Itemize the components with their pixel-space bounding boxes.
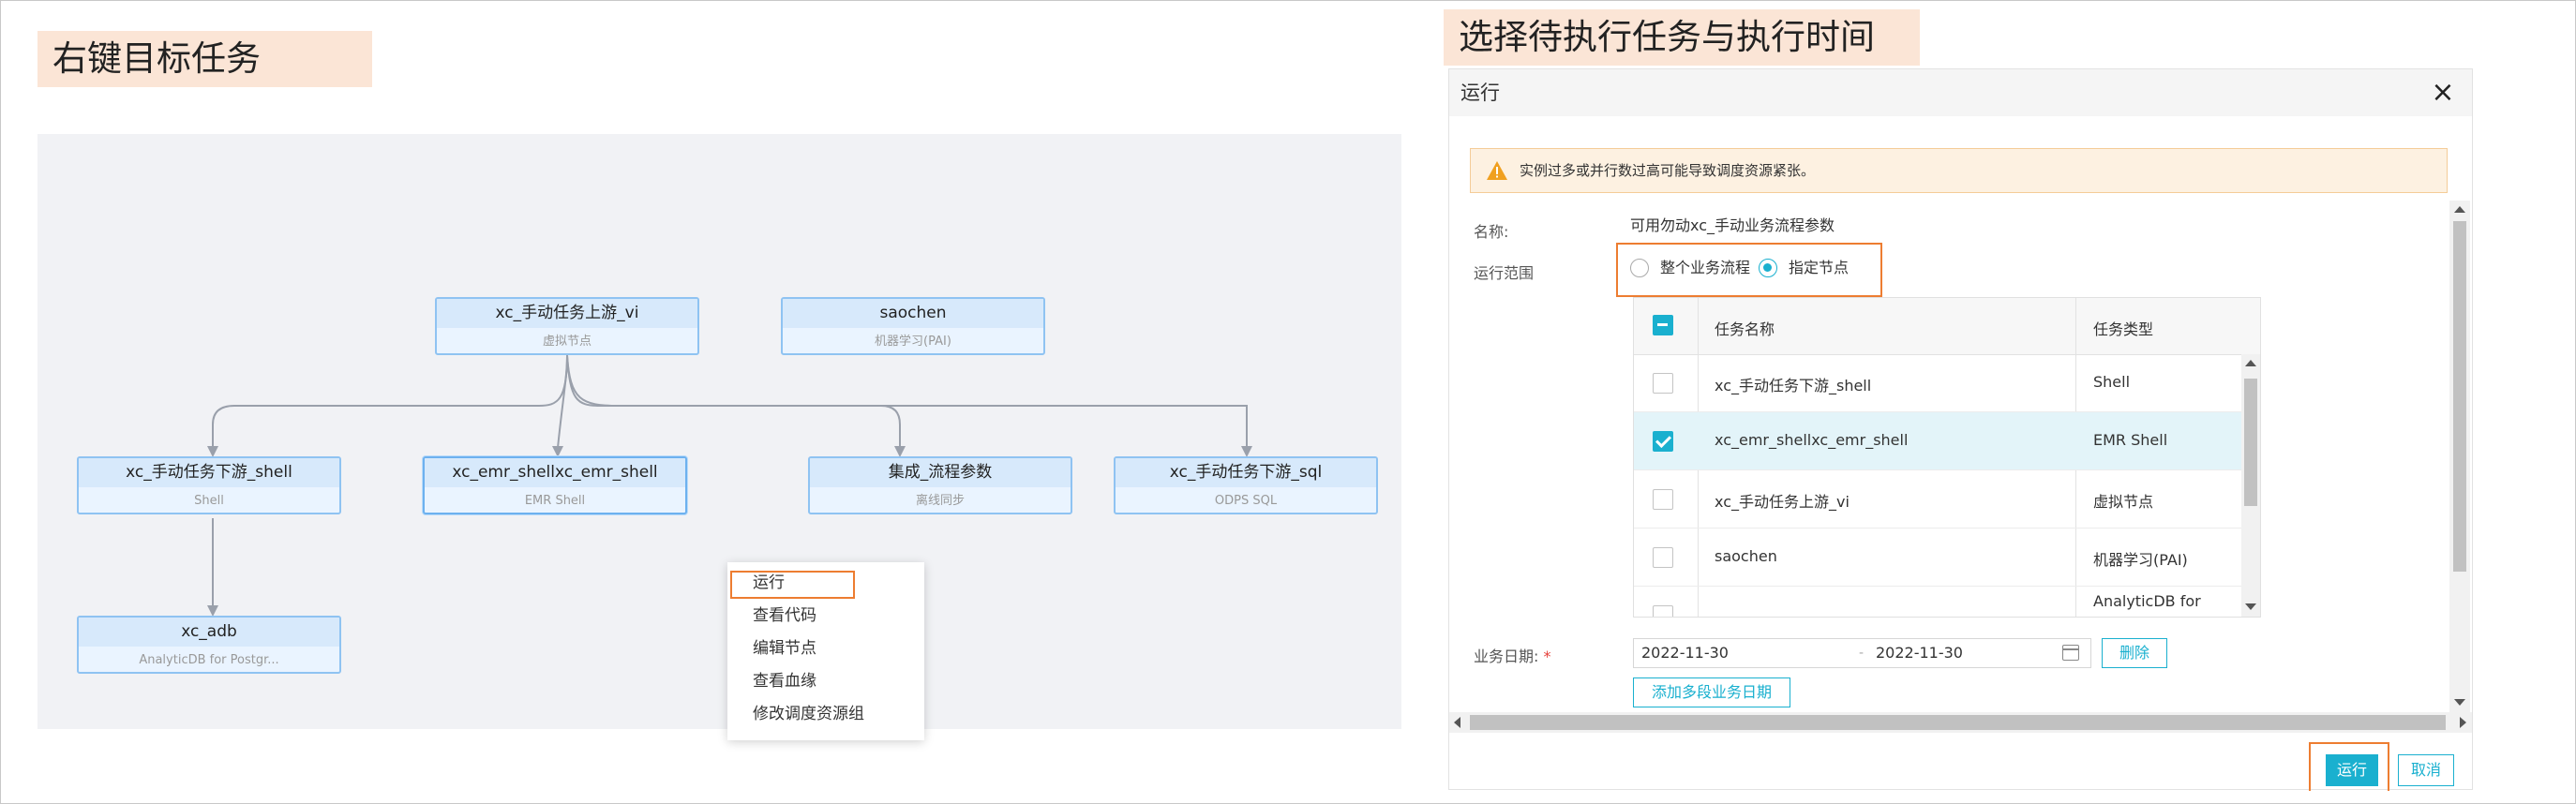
context-menu-edit-node[interactable]: 编辑节点 xyxy=(753,639,816,658)
context-menu-view-lineage[interactable]: 查看血缘 xyxy=(753,672,816,691)
row-task-name: xc_adb xyxy=(1715,615,1767,617)
row-checkbox[interactable] xyxy=(1653,547,1673,568)
run-highlight-box xyxy=(2309,742,2389,791)
step-label-right-click: 右键目标任务 xyxy=(37,31,372,87)
context-menu-change-resource-group[interactable]: 修改调度资源组 xyxy=(753,705,864,723)
dag-node-downstream-sql[interactable]: xc_手动任务下游_sql ODPS SQL xyxy=(1114,456,1378,514)
scroll-left-icon[interactable] xyxy=(1454,717,1460,728)
table-header: 任务名称 任务类型 xyxy=(1634,298,2260,355)
dialog-scroll-thumb[interactable] xyxy=(2453,221,2466,572)
row-task-name: xc_手动任务上游_vi xyxy=(1715,493,1850,511)
select-all-checkbox[interactable] xyxy=(1653,315,1673,335)
row-checkbox[interactable] xyxy=(1653,605,1673,617)
row-task-type: 虚拟节点 xyxy=(2093,493,2154,511)
dag-node-downstream-shell[interactable]: xc_手动任务下游_shell Shell xyxy=(77,456,341,514)
node-title: xc_手动任务上游_vi xyxy=(437,299,697,328)
row-task-type: Shell xyxy=(2093,373,2131,391)
row-task-type: EMR Shell xyxy=(2093,431,2168,449)
horizontal-scroll-thumb[interactable] xyxy=(1470,715,2446,730)
node-title: saochen xyxy=(783,299,1043,328)
scroll-up-icon[interactable] xyxy=(2454,206,2465,213)
node-type: EMR Shell xyxy=(524,494,586,508)
node-title: xc_手动任务下游_sql xyxy=(1116,458,1376,487)
row-checkbox[interactable] xyxy=(1653,431,1673,452)
date-end[interactable]: 2022-11-30 xyxy=(1876,644,1963,662)
date-start[interactable]: 2022-11-30 xyxy=(1641,644,1729,662)
date-separator: - xyxy=(1859,646,1865,661)
scope-highlight-box xyxy=(1616,243,1882,297)
node-type: AnalyticDB for Postgr... xyxy=(139,653,279,667)
delete-date-button[interactable]: 删除 xyxy=(2102,638,2167,668)
required-mark: * xyxy=(1543,648,1551,665)
row-checkbox[interactable] xyxy=(1653,373,1673,394)
step-label-text: 选择待执行任务与执行时间 xyxy=(1459,17,1875,57)
business-date-label: 业务日期: * xyxy=(1474,648,1551,665)
name-value: 可用勿动xc_手动业务流程参数 xyxy=(1630,216,1835,234)
node-type: 机器学习(PAI) xyxy=(875,335,951,349)
scroll-up-icon[interactable] xyxy=(2245,360,2256,366)
dag-node-saochen[interactable]: saochen 机器学习(PAI) xyxy=(781,297,1045,355)
node-title: xc_emr_shellxc_emr_shell xyxy=(425,458,685,487)
calendar-icon[interactable] xyxy=(2062,645,2079,661)
column-header-task-type: 任务类型 xyxy=(2093,320,2154,338)
warning-banner: 实例过多或并行数过高可能导致调度资源紧张。 xyxy=(1470,148,2448,193)
row-task-name: xc_手动任务下游_shell xyxy=(1715,377,1872,395)
warning-text: 实例过多或并行数过高可能导致调度资源紧张。 xyxy=(1520,162,1816,179)
row-checkbox[interactable] xyxy=(1653,489,1673,510)
column-header-task-name: 任务名称 xyxy=(1715,320,1775,338)
horizontal-scrollbar[interactable] xyxy=(1449,712,2472,733)
scroll-down-icon[interactable] xyxy=(2245,603,2256,610)
row-task-name: xc_emr_shellxc_emr_shell xyxy=(1715,431,1909,449)
context-menu-view-code[interactable]: 查看代码 xyxy=(753,606,816,625)
dag-node-emr-shell[interactable]: xc_emr_shellxc_emr_shell EMR Shell xyxy=(423,456,687,514)
dialog-scrollbar[interactable] xyxy=(2449,201,2470,712)
node-type: 虚拟节点 xyxy=(542,335,592,349)
business-date-range[interactable]: 2022-11-30 - 2022-11-30 xyxy=(1633,638,2091,668)
node-title: 集成_流程参数 xyxy=(810,458,1071,487)
add-date-range-button[interactable]: 添加多段业务日期 xyxy=(1633,677,1790,707)
step-label-select-tasks: 选择待执行任务与执行时间 xyxy=(1444,9,1920,66)
row-task-type: AnalyticDB for xyxy=(2093,592,2201,610)
table-row[interactable]: xc_手动任务上游_vi 虚拟节点 xyxy=(1634,470,2241,529)
table-row[interactable]: xc_手动任务下游_shell Shell xyxy=(1634,354,2241,412)
row-task-type: 机器学习(PAI) xyxy=(2093,551,2188,569)
context-menu: 运行 查看代码 编辑节点 查看血缘 修改调度资源组 xyxy=(727,562,924,740)
dialog-title: 运行 xyxy=(1460,82,1500,104)
dag-canvas[interactable]: xc_手动任务上游_vi 虚拟节点 saochen 机器学习(PAI) xc_手… xyxy=(37,134,1401,740)
run-scope-label: 运行范围 xyxy=(1474,264,1535,282)
task-table: 任务名称 任务类型 xc_手动任务下游_shell Shell xc_emr_s… xyxy=(1633,297,2261,618)
table-scrollbar[interactable] xyxy=(2241,354,2260,617)
warning-icon xyxy=(1487,161,1507,180)
dag-node-upstream-vi[interactable]: xc_手动任务上游_vi 虚拟节点 xyxy=(435,297,699,355)
table-scroll-thumb[interactable] xyxy=(2244,379,2257,506)
table-row[interactable]: saochen 机器学习(PAI) xyxy=(1634,529,2241,587)
dag-node-adb[interactable]: xc_adb AnalyticDB for Postgr... xyxy=(77,616,341,674)
node-title: xc_adb xyxy=(79,618,339,647)
table-row[interactable]: xc_emr_shellxc_emr_shell EMR Shell xyxy=(1634,412,2241,470)
step-label-text: 右键目标任务 xyxy=(52,38,261,79)
scroll-right-icon[interactable] xyxy=(2460,717,2466,728)
node-type: Shell xyxy=(194,494,224,508)
context-menu-run[interactable]: 运行 xyxy=(727,567,924,600)
scroll-down-icon[interactable] xyxy=(2454,699,2465,706)
cancel-button[interactable]: 取消 xyxy=(2398,754,2454,786)
node-type: ODPS SQL xyxy=(1214,494,1278,508)
node-title: xc_手动任务下游_shell xyxy=(79,458,339,487)
row-task-name: saochen xyxy=(1715,547,1777,565)
name-label: 名称: xyxy=(1474,223,1509,241)
close-icon[interactable]: × xyxy=(2431,76,2455,109)
run-button[interactable]: 运行 xyxy=(2326,754,2378,786)
dag-node-flow-params[interactable]: 集成_流程参数 离线同步 xyxy=(808,456,1072,514)
table-row[interactable]: xc_adb AnalyticDB for xyxy=(1634,587,2241,617)
dag-edges xyxy=(207,354,1252,617)
node-type: 离线同步 xyxy=(915,494,965,508)
dialog-header: 运行 × xyxy=(1449,69,2472,116)
run-dialog: 运行 × 实例过多或并行数过高可能导致调度资源紧张。 名称: 可用勿动xc_手动… xyxy=(1448,68,2473,791)
